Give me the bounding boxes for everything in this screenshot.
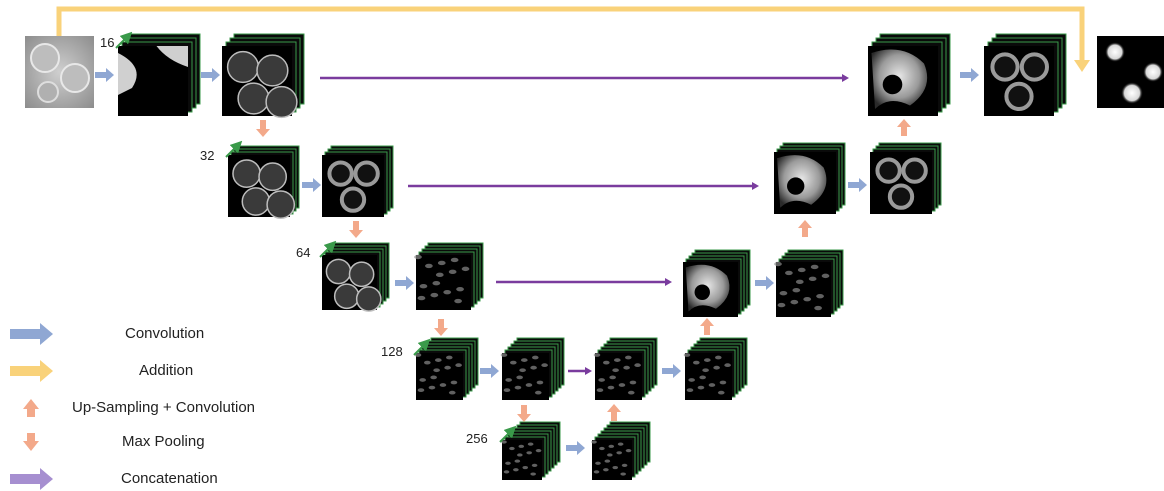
dec2-stack-b <box>870 142 942 214</box>
dec3-stack-a <box>683 249 751 317</box>
concat-line-3 <box>496 278 672 286</box>
maxpool-arrow-2 <box>349 221 363 238</box>
conv-arrow-enc1 <box>201 68 220 82</box>
dec4-stack-a <box>593 337 658 400</box>
channel-label-32: 32 <box>200 148 215 163</box>
enc1-stack-b <box>222 33 305 119</box>
dec4-stack-b <box>683 337 748 400</box>
channel-label-128: 128 <box>381 344 403 359</box>
upsample-arrow-2 <box>798 220 812 237</box>
enc2-stack-a <box>225 140 300 219</box>
maxpool-arrow-1 <box>256 120 270 137</box>
channel-label-256: 256 <box>466 431 488 446</box>
maxpool-arrow-3 <box>434 319 448 336</box>
legend-addition-icon <box>10 360 53 382</box>
conv-arrow-dec1 <box>960 68 979 82</box>
bottleneck-stack-a <box>499 421 561 480</box>
dec1-stack-b <box>984 33 1067 116</box>
conv-arrow-dec3 <box>755 276 774 290</box>
legend-label-concatenation: Concatenation <box>121 470 218 487</box>
enc1-stack-a <box>115 31 201 116</box>
output-image <box>1097 36 1164 108</box>
legend-convolution-icon <box>10 323 53 345</box>
enc4-stack-a <box>413 337 479 400</box>
legend-label-upsampling: Up-Sampling + Convolution <box>72 399 256 416</box>
dec3-stack-b <box>774 249 844 317</box>
input-image <box>25 36 94 108</box>
legend-upsampling-icon <box>23 399 39 417</box>
channel-label-16: 16 <box>100 35 115 50</box>
concat-line-2 <box>408 182 759 190</box>
conv-arrow-dec2 <box>848 178 867 192</box>
enc3-stack-b <box>414 242 484 310</box>
upsample-arrow-4 <box>607 404 621 421</box>
bottleneck-stack-b <box>591 421 651 480</box>
conv-arrow-bottleneck <box>566 441 585 455</box>
maxpool-arrow-4 <box>517 405 531 422</box>
upsample-arrow-1 <box>897 119 911 136</box>
legend-concatenation-icon <box>10 468 53 490</box>
legend-label-addition: Addition <box>139 362 194 379</box>
legend-label-convolution: Convolution <box>125 325 205 342</box>
enc2-stack-b <box>322 145 394 217</box>
conv-arrow-input <box>95 68 114 82</box>
concat-line-4 <box>568 367 592 375</box>
dec1-stack-a <box>868 33 951 116</box>
conv-arrow-enc3 <box>395 276 414 290</box>
addition-skip-arrow <box>56 6 1090 72</box>
enc4-stack-b <box>500 337 565 400</box>
legend-maxpooling-icon <box>23 433 39 451</box>
dec2-stack-a <box>774 142 846 214</box>
concat-line-1 <box>320 74 849 82</box>
conv-arrow-enc4 <box>480 364 499 378</box>
legend-label-maxpooling: Max Pooling <box>122 433 205 450</box>
conv-arrow-dec4 <box>662 364 681 378</box>
conv-arrow-enc2 <box>302 178 321 192</box>
channel-label-64: 64 <box>296 245 311 260</box>
upsample-arrow-3 <box>700 318 714 335</box>
enc3-stack-a <box>319 240 390 312</box>
